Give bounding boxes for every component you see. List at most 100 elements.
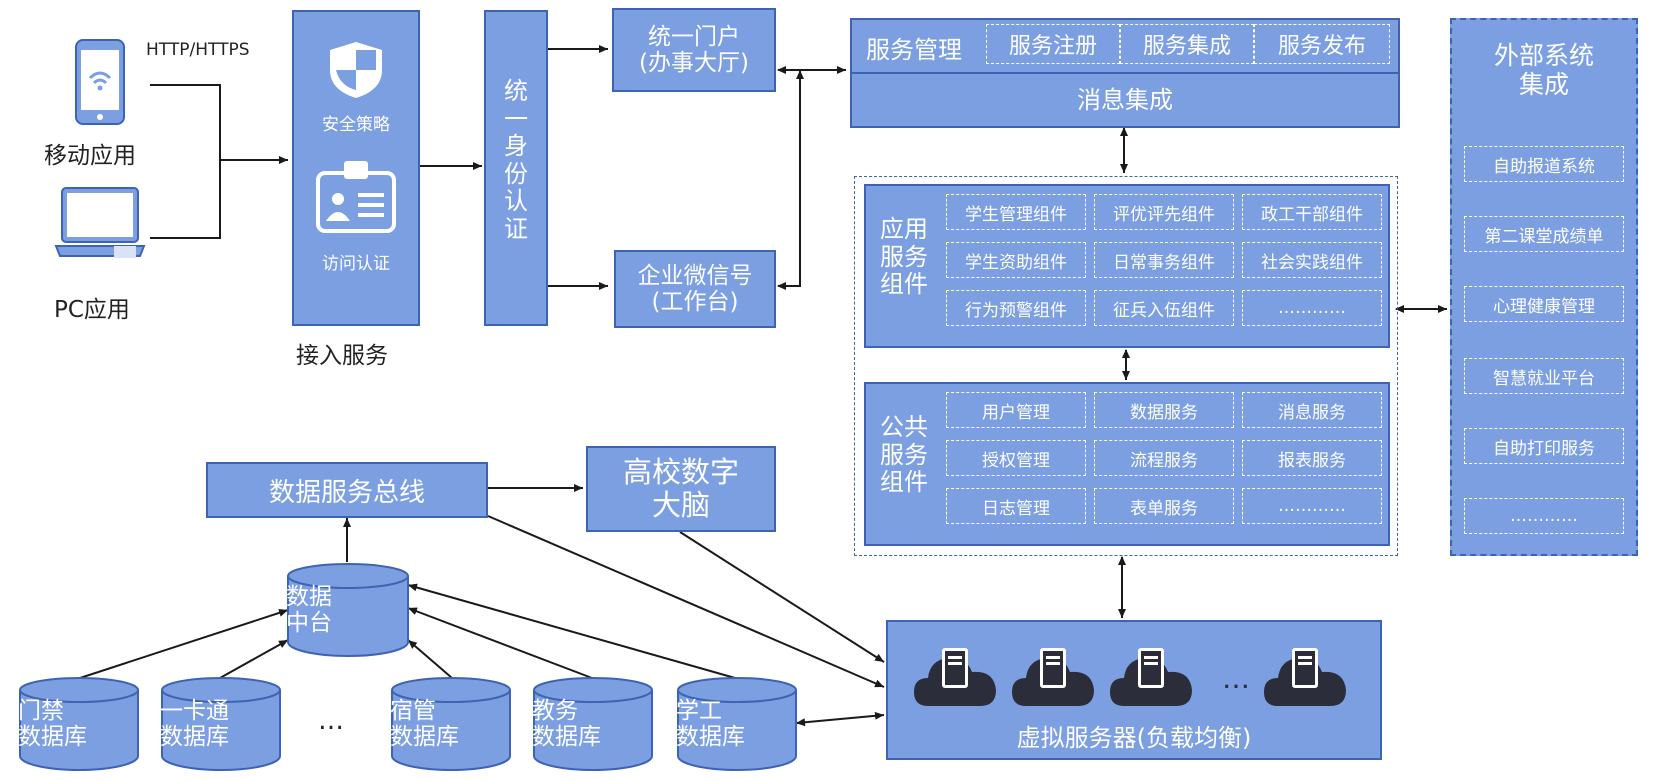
student-db-server-link [796,711,885,727]
database-label: 教务 数据库 [532,698,654,751]
external-system-item: 自助报道系统 [1464,146,1624,182]
app-component-item: 日常事务组件 [1094,242,1234,278]
identity-char: 证 [504,214,528,243]
database-line2: 数据库 [532,724,601,751]
database-line1: 学工 [676,698,722,724]
brain-line1: 高校数字 [622,454,739,489]
access-service-block: 安全策略 访问认证 [292,10,420,326]
protocol-label: HTTP/HTTPS [146,40,250,60]
wechat-service-link [777,70,804,290]
access-service-title: 接入服务 [296,343,388,369]
public-component-item: 表单服务 [1094,488,1234,524]
service-tab: 服务注册 [986,24,1120,64]
wechat-line1: 企业微信号 [637,262,753,289]
components-frame [854,176,1398,556]
unified-portal-block: 统一门户 (办事大厅) [612,8,776,92]
service-tab: 服务发布 [1254,24,1390,64]
public-title-line: 服务 [880,440,928,469]
database-line1: 门禁 [18,698,64,724]
public-component-item: ………… [1242,488,1382,524]
wechat-block: 企业微信号 (工作台) [614,250,776,328]
dorm-db-arrow [407,639,453,679]
virtual-server-block: … 虚拟服务器(负载均衡) [886,620,1382,760]
database-line1: 教务 [532,698,578,724]
app-title-line: 应用 [880,215,928,243]
identity-char: 统 [504,77,528,105]
data-service-bus: 数据服务总线 [206,462,488,518]
security-policy-label: 安全策略 [322,115,390,135]
campus-digital-brain: 高校数字 大脑 [586,446,776,532]
service-management-block: 服务管理 服务注册 服务集成 服务发布 消息集成 [850,18,1400,128]
cloud-server-icon [1264,648,1346,706]
pc-app-label: PC应用 [54,297,130,323]
database-label: 宿管 数据库 [390,698,512,751]
edu-db-arrow [407,607,593,679]
database-cylinder [161,677,281,771]
card-db-arrow [219,639,289,679]
external-system-item: ………… [1464,498,1624,534]
app-title-line: 服务 [880,242,928,271]
public-components-block: 公共 服务 组件 用户管理 数据服务 消息服务 授权管理 流程服务 报表服务 日… [864,382,1390,546]
brain-to-server-arrow [679,531,885,663]
public-component-item: 消息服务 [1242,392,1382,428]
database-line2: 数据库 [18,724,87,751]
public-component-item: 流程服务 [1094,440,1234,476]
database-ellipsis: … [318,706,344,736]
database-line1: 宿管 [390,698,436,724]
data-center-line1: 数据 [286,584,332,610]
database-line2: 数据库 [390,724,459,751]
app-components-block: 应用 服务 组件 学生管理组件 评优评先组件 政工干部组件 学生资助组件 日常事… [864,184,1390,348]
service-tab: 服务集成 [1120,24,1254,64]
database-line1: 一卡通 [160,698,229,724]
service-management-title: 服务管理 [866,36,962,64]
virtual-server-label: 虚拟服务器(负载均衡) [1016,724,1252,752]
external-systems-block: 外部系统 集成 自助报道系统 第二课堂成绩单 心理健康管理 智慧就业平台 自助打… [1450,18,1638,556]
external-title-line: 外部系统 [1493,41,1594,70]
database-line2: 数据库 [676,724,745,751]
shield-icon [330,42,382,98]
identity-char: 一 [504,104,528,133]
app-component-item: 社会实践组件 [1242,242,1382,278]
public-component-item: 日志管理 [946,488,1086,524]
database-cylinder [533,677,653,771]
database-cylinder [19,677,139,771]
unified-identity-block: 统 一 身 份 认 证 [484,10,548,326]
wechat-line2: (工作台) [651,289,739,315]
app-component-item: 学生资助组件 [946,242,1086,278]
cloud-server-icon [1110,648,1192,706]
external-system-item: 智慧就业平台 [1464,358,1624,394]
external-title-line: 集成 [1518,69,1569,99]
identity-char: 份 [504,159,528,188]
database-cylinder [391,677,511,771]
message-integration-label: 消息集成 [1077,86,1173,114]
server-ellipsis: … [1222,662,1250,695]
mobile-connector [150,84,221,160]
app-component-item: 学生管理组件 [946,194,1086,230]
app-component-item: 评优评先组件 [1094,194,1234,230]
app-title-line: 组件 [880,270,928,299]
database-label: 学工 数据库 [676,698,798,751]
database-cylinder [677,677,797,771]
public-component-item: 报表服务 [1242,440,1382,476]
external-system-item: 心理健康管理 [1464,286,1624,322]
identity-char: 认 [504,187,528,216]
data-center-line2: 中台 [286,610,332,637]
app-component-item: 行为预警组件 [946,290,1086,326]
database-label: 门禁 数据库 [18,698,140,751]
pc-connector [150,160,221,239]
data-center-label: 数据 中台 [286,584,410,637]
data-center-cylinder [287,563,409,657]
public-component-item: 数据服务 [1094,392,1234,428]
mobile-phone-icon [75,39,125,125]
public-title-line: 公共 [880,413,928,441]
student-db-arrow [407,583,736,679]
cloud-server-icon [914,648,996,706]
app-component-item: 征兵入伍组件 [1094,290,1234,326]
app-component-item: ………… [1242,290,1382,326]
external-system-item: 自助打印服务 [1464,428,1624,464]
gate-db-arrow [79,608,289,679]
public-component-item: 用户管理 [946,392,1086,428]
brain-line2: 大脑 [651,488,710,522]
portal-line1: 统一门户 [648,23,740,50]
